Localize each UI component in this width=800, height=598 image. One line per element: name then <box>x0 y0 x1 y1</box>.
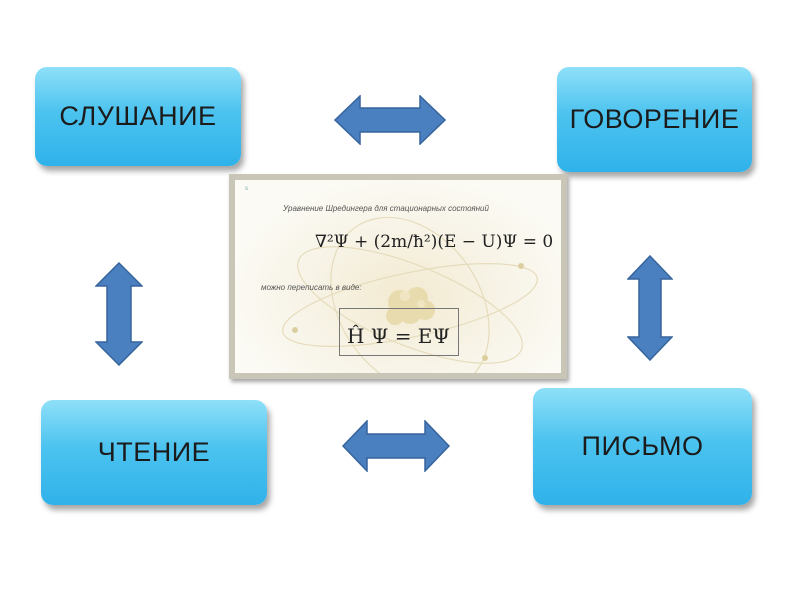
speaking-box: ГОВОРЕНИЕ <box>557 67 752 172</box>
equation-frame <box>339 308 459 356</box>
slide-mark: s <box>245 186 248 192</box>
reading-box: ЧТЕНИЕ <box>41 400 267 505</box>
slide-image: s Уравнение Шредингера для стационарных … <box>229 174 567 379</box>
double-arrow-horizontal-bottom <box>342 420 450 472</box>
double-arrow-vertical-left <box>95 262 143 366</box>
slide-content: s Уравнение Шредингера для стационарных … <box>235 180 561 373</box>
listening-box: СЛУШАНИЕ <box>35 67 241 166</box>
slide-caption: можно переписать в виде: <box>261 283 362 292</box>
schrodinger-equation: ∇²Ψ + (2m/ħ²)(E − U)Ψ = 0 <box>315 232 554 252</box>
speaking-label: ГОВОРЕНИЕ <box>569 104 740 134</box>
double-arrow-horizontal-top <box>334 95 446 145</box>
listening-label: СЛУШАНИЕ <box>59 101 217 131</box>
double-arrow-vertical-right <box>627 255 673 361</box>
writing-label: ПИСЬМО <box>581 431 704 461</box>
hamiltonian-equation: Ĥ Ψ = EΨ <box>347 324 450 348</box>
reading-label: ЧТЕНИЕ <box>97 437 211 467</box>
slide-title: Уравнение Шредингера для стационарных со… <box>283 204 489 213</box>
writing-box: ПИСЬМО <box>533 388 752 505</box>
